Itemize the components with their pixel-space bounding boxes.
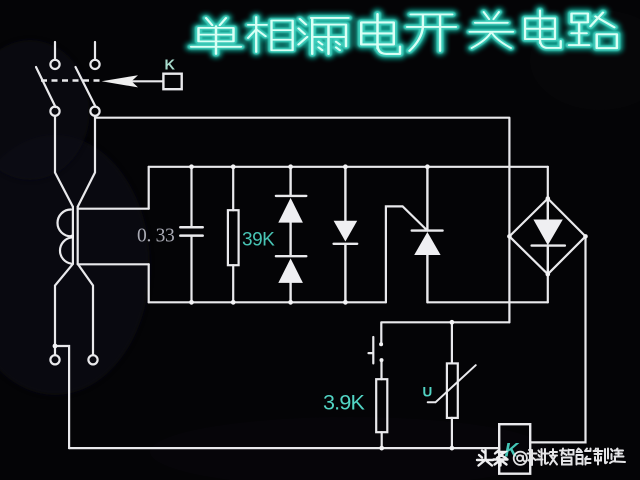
svg-text:3.9K: 3.9K <box>323 391 365 415</box>
svg-text:K: K <box>165 58 176 74</box>
svg-text:39K: 39K <box>242 230 275 251</box>
svg-text:K: K <box>505 441 520 462</box>
svg-text:0. 33: 0. 33 <box>137 226 175 247</box>
svg-text:U: U <box>423 385 433 400</box>
